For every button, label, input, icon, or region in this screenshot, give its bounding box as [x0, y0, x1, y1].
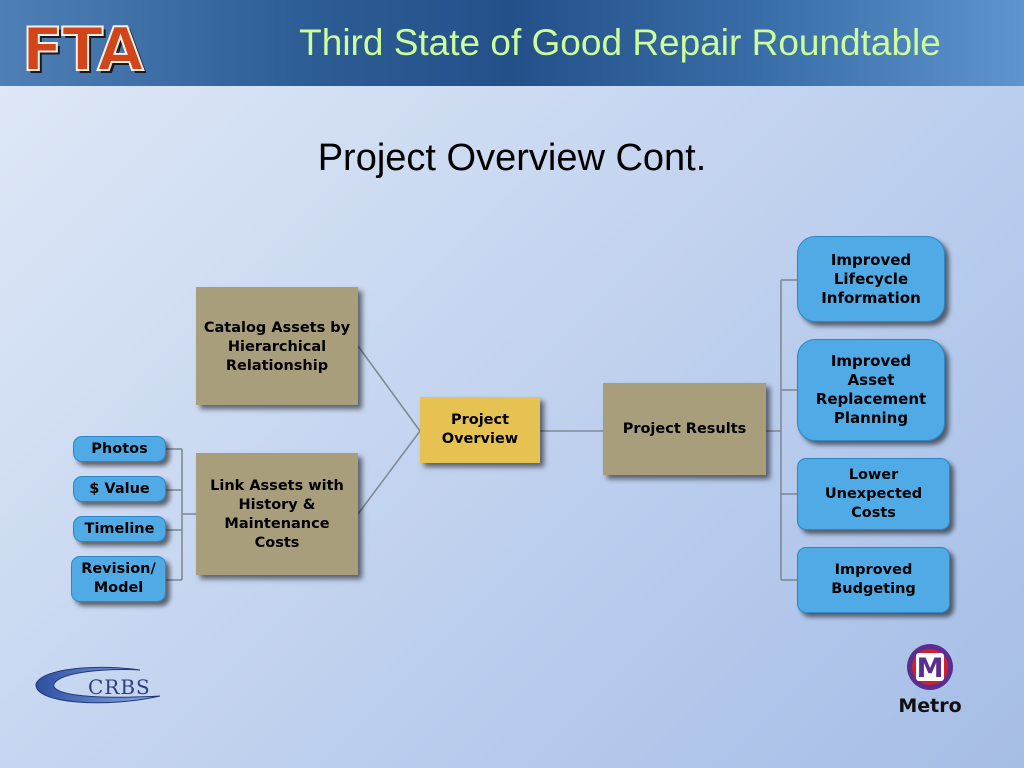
- result-improved-budgeting: Improved Budgeting: [797, 547, 950, 613]
- attribute-value: $ Value: [73, 476, 166, 502]
- slide-title: Project Overview Cont.: [317, 137, 707, 179]
- fta-logo: FTA: [21, 15, 145, 85]
- catalog-assets-box: Catalog Assets by Hierarchical Relations…: [196, 287, 358, 405]
- attribute-revision-model: Revision/ Model: [71, 556, 166, 602]
- attribute-timeline: Timeline: [73, 516, 166, 542]
- project-overview-box: Project Overview: [420, 397, 540, 463]
- crbs-logo-text: CRBS: [88, 675, 151, 699]
- metro-m-icon: M: [907, 644, 953, 690]
- result-lower-unexpected-costs: Lower Unexpected Costs: [797, 458, 950, 530]
- metro-icon-letter: M: [917, 653, 944, 684]
- header-title: Third State of Good Repair Roundtable: [299, 22, 941, 63]
- result-asset-replacement-planning: Improved Asset Replacement Planning: [797, 339, 945, 441]
- crbs-swoosh-icon: [35, 666, 161, 704]
- project-results-box: Project Results: [603, 383, 766, 475]
- header-bar: FTA Third State of Good Repair Roundtabl…: [0, 0, 1024, 86]
- metro-logo-text: Metro: [898, 695, 962, 717]
- attribute-photos: Photos: [73, 436, 166, 462]
- link-assets-box: Link Assets with History & Maintenance C…: [196, 453, 358, 575]
- link-to-center: [357, 430, 421, 515]
- catalog-to-center: [357, 345, 421, 432]
- result-lifecycle-information: Improved Lifecycle Information: [797, 236, 945, 322]
